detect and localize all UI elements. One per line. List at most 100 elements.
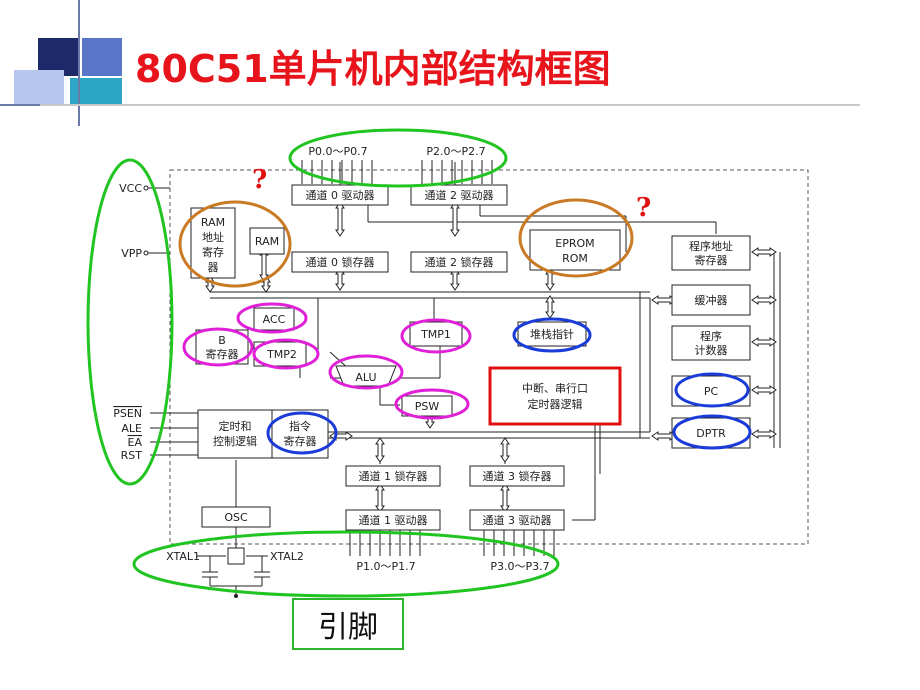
ram-box	[249, 227, 285, 255]
ch2-latch-label: 通道 2 锁存器	[425, 255, 494, 269]
buffer-label: 缓冲器	[695, 293, 728, 307]
ch3-driver-label: 通道 3 驱动器	[483, 513, 552, 527]
ch1-latch-label: 通道 1 锁存器	[359, 469, 428, 483]
alu-label: ALU	[355, 371, 376, 384]
highlight-alu	[328, 354, 404, 390]
prog-addr-box	[671, 235, 751, 271]
corner-square-lightblue	[14, 70, 64, 104]
pc-label: PC	[704, 385, 719, 398]
ch1-latch-box	[345, 465, 441, 487]
question-mark-right: ?	[636, 193, 651, 223]
highlight-top-ports	[288, 128, 508, 188]
ch3-latch-box	[469, 465, 565, 487]
ch3-driver-box	[469, 509, 565, 531]
acc-box	[253, 307, 295, 331]
bus-arrow	[450, 201, 460, 237]
bus-arrow	[335, 201, 345, 237]
eprom-box	[529, 229, 621, 271]
title-divider	[40, 104, 860, 106]
osc-box	[201, 506, 271, 528]
port-p2-label: P2.0～P2.7	[426, 145, 485, 158]
ram-addr-line4: 器	[208, 261, 219, 274]
ram-addr-line2: 地址	[202, 230, 224, 244]
pin-vpp-label: VPP	[121, 247, 142, 260]
stack-ptr-label: 堆栈指针	[530, 327, 574, 341]
ch0-latch-box	[291, 251, 389, 273]
highlight-left-pins	[86, 158, 174, 486]
highlight-stack-ptr	[512, 317, 592, 353]
prog-counter-box	[671, 325, 751, 361]
highlight-instr-reg	[266, 411, 338, 455]
port-p1-label: P1.0～P1.7	[356, 560, 415, 573]
port-p0-label: P0.0～P0.7	[308, 145, 367, 158]
highlight-tmp2	[252, 338, 320, 370]
instr-reg-line2: 寄存器	[284, 434, 317, 448]
b-reg-line2: 寄存器	[206, 347, 239, 361]
question-mark-left: ?	[252, 165, 267, 195]
tmp1-box	[409, 321, 463, 347]
highlight-dptr	[672, 414, 752, 450]
corner-square-blue	[82, 38, 122, 76]
highlight-ram	[178, 200, 292, 288]
port-p3-label: P3.0～P3.7	[490, 560, 549, 573]
prog-counter-line2: 计数器	[695, 344, 728, 357]
pin-rst-label: RST	[121, 449, 143, 462]
bus-arrow	[751, 247, 777, 257]
bus-arrow	[751, 429, 777, 439]
ch2-driver-box	[410, 184, 508, 206]
highlight-psw	[394, 388, 470, 420]
ch1-driver-box	[345, 509, 441, 531]
ch2-driver-label: 通道 2 驱动器	[425, 188, 494, 202]
dptr-label: DPTR	[696, 427, 726, 440]
highlight-tmp1	[400, 318, 472, 354]
corner-vline	[78, 0, 80, 126]
osc-label: OSC	[224, 511, 248, 524]
eprom-line1: EPROM	[555, 237, 594, 250]
pin-xtal2-label: XTAL2	[270, 550, 304, 563]
pin-ea-label: EA	[128, 436, 143, 449]
bus-arrow	[751, 295, 777, 305]
eprom-line2: ROM	[562, 252, 588, 265]
timing-ctrl-line2: 控制逻辑	[213, 434, 257, 448]
highlight-pc	[674, 372, 750, 408]
ram-label: RAM	[255, 235, 279, 248]
corner-square-navy	[38, 38, 80, 76]
tmp1-label: TMP1	[420, 328, 451, 341]
psw-label: PSW	[415, 400, 440, 413]
ram-addr-line3: 寄存	[202, 245, 224, 259]
b-reg-line1: B	[218, 334, 226, 347]
bus-arrow	[375, 483, 385, 513]
prog-addr-line2: 寄存器	[695, 253, 728, 267]
interrupt-box	[488, 366, 622, 426]
acc-label: ACC	[263, 313, 286, 326]
ram-addr-line1: RAM	[201, 216, 225, 229]
bus-arrow	[751, 337, 777, 347]
ch0-latch-label: 通道 0 锁存器	[306, 255, 375, 269]
ram-addr-box	[190, 207, 236, 279]
page-title: 80C51单片机内部结构框图	[135, 47, 611, 91]
pin-caption-box: 引脚	[292, 598, 404, 650]
highlight-bottom-ports	[132, 530, 560, 598]
interrupt-line1: 中断、串行口	[522, 381, 588, 395]
highlight-b-reg	[182, 327, 254, 367]
bus-arrow	[545, 295, 555, 319]
pin-ale-label: ALE	[121, 422, 142, 435]
pin-vcc-label: VCC	[119, 182, 142, 195]
timing-ctrl-line1: 定时和	[219, 419, 252, 433]
bus-arrow	[375, 437, 385, 463]
timing-ctrl-box	[197, 409, 273, 459]
ch3-latch-label: 通道 3 锁存器	[483, 469, 552, 483]
ch1-driver-label: 通道 1 驱动器	[359, 513, 428, 527]
prog-addr-line1: 程序地址	[689, 239, 733, 253]
tmp2-label: TMP2	[266, 348, 297, 361]
instr-reg-line1: 指令	[289, 419, 311, 433]
ch0-driver-label: 通道 0 驱动器	[306, 188, 375, 202]
highlight-eprom	[518, 198, 634, 278]
interrupt-line2: 定时器逻辑	[528, 397, 583, 411]
stack-ptr-box	[517, 321, 587, 347]
highlight-acc	[236, 302, 308, 334]
buffer-box	[671, 284, 751, 316]
ch2-latch-box	[410, 251, 508, 273]
bus-arrow	[500, 437, 510, 463]
